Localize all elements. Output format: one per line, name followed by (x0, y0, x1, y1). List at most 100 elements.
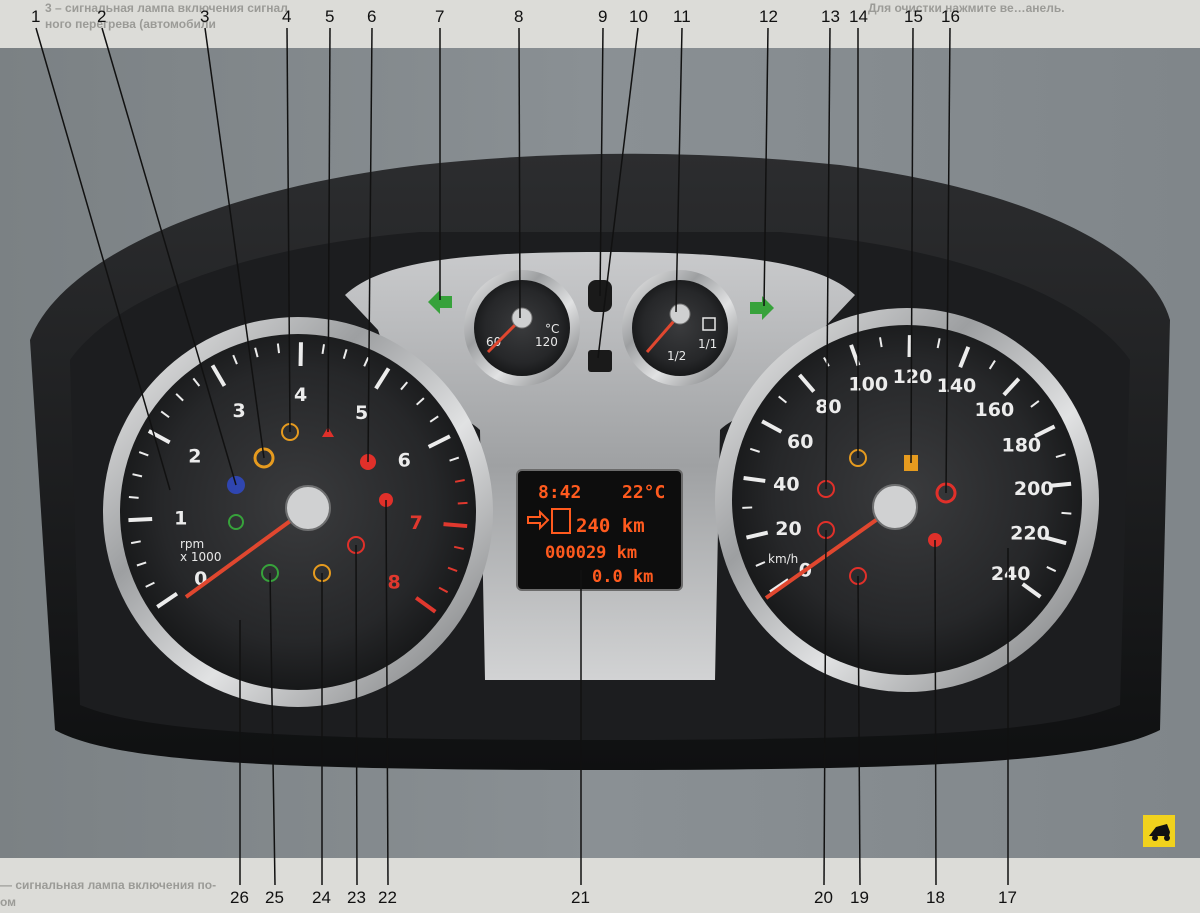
tach-tick (192, 377, 201, 387)
speed-tick (743, 476, 766, 483)
tach-tick (232, 354, 238, 365)
speed-unit: km/h (768, 552, 798, 566)
tach-tick (147, 429, 171, 445)
speed-tick (879, 337, 883, 348)
callout-leader-15 (910, 27, 914, 464)
temperature-gauge: 60 120 °C (464, 270, 580, 386)
indicator-10-lamp (588, 350, 612, 372)
tach-tick (400, 381, 409, 391)
speed-tick (936, 338, 941, 349)
speed-number-180: 180 (1001, 435, 1041, 457)
tach-tick (457, 501, 468, 505)
speed-number-240: 240 (991, 563, 1031, 585)
tach-number-8: 8 (387, 571, 400, 593)
callout-label-25: 25 (265, 888, 284, 907)
tach-needle-hub (285, 485, 331, 531)
speed-tick (778, 395, 788, 404)
callout-leader-2 (101, 27, 237, 486)
tach-tick (254, 347, 259, 358)
callout-leader-1 (35, 27, 171, 491)
callout-leaders (35, 27, 1009, 886)
callout-leader-18 (934, 539, 937, 886)
fuel-gauge: 1/2 1/1 (622, 270, 738, 386)
speed-number-60: 60 (787, 431, 813, 453)
speed-needle (764, 506, 895, 600)
callout-leader-11 (675, 27, 683, 313)
tach-tick (138, 451, 149, 457)
callout-leader-9 (599, 27, 604, 297)
callout-label-16: 16 (941, 7, 960, 26)
callout-label-3: 3 (200, 7, 209, 26)
tach-tick (453, 545, 464, 550)
glow-plug-icon (253, 447, 275, 469)
tach-tick (175, 393, 184, 402)
speed-tick (749, 447, 760, 453)
tach-tick (136, 561, 147, 567)
turn-left-icon (428, 290, 452, 314)
tach-number-2: 2 (188, 446, 201, 468)
speed-tick (1049, 481, 1072, 488)
tach-unit-rpm: rpm (180, 537, 204, 551)
callout-label-20: 20 (814, 888, 833, 907)
tach-tick (128, 496, 139, 499)
tach-tick (427, 434, 451, 449)
speed-number-200: 200 (1014, 478, 1054, 500)
callout-leader-23 (355, 544, 358, 886)
callout-label-2: 2 (97, 7, 106, 26)
callout-leader-6 (367, 27, 373, 463)
fuel-pump-display-icon (551, 508, 571, 534)
sidelights-icon (228, 514, 244, 530)
tach-tick (414, 596, 437, 614)
speed-tick (1061, 511, 1072, 515)
tach-number-3: 3 (233, 400, 246, 422)
display-range: 240 km (576, 515, 645, 537)
callout-leader-22 (385, 499, 389, 886)
callout-label-18: 18 (926, 888, 945, 907)
speed-tick (755, 561, 766, 567)
speed-tick (988, 360, 996, 370)
callout-label-13: 13 (821, 7, 840, 26)
display-outside-temp: 22°C (622, 482, 665, 503)
fuel-needle-hub (669, 303, 691, 325)
page-fragment-bottom-2: ом (0, 895, 16, 909)
callout-label-12: 12 (759, 7, 778, 26)
page-fragment-top-left-2: ного перегрева (автомобили (45, 17, 216, 31)
car-icon (1143, 815, 1175, 847)
tachometer-ticks (128, 342, 468, 614)
tach-number-1: 1 (174, 508, 187, 530)
callout-label-24: 24 (312, 888, 331, 907)
speed-tick (761, 419, 783, 434)
tach-number-6: 6 (398, 449, 411, 471)
speed-number-120: 120 (893, 366, 933, 388)
speed-tick (1046, 566, 1057, 573)
tach-tick (321, 344, 325, 355)
display-trip: 0.0 km (592, 567, 653, 587)
display-time: 8:42 (538, 482, 581, 503)
tach-tick (145, 581, 155, 588)
tach-needle (184, 506, 310, 599)
tach-tick (374, 367, 391, 390)
callout-label-23: 23 (347, 888, 366, 907)
speed-number-80: 80 (815, 396, 841, 418)
temp-needle-hub (511, 307, 533, 329)
speed-number-160: 160 (975, 399, 1015, 421)
callout-label-4: 4 (282, 7, 291, 26)
callout-label-26: 26 (230, 888, 249, 907)
callout-label-1: 1 (31, 7, 40, 26)
center-display: 8:42 22°C 240 km 000029 km 0.0 km (516, 469, 683, 591)
speed-tick (1055, 453, 1066, 459)
callout-label-8: 8 (514, 7, 523, 26)
tach-tick (156, 591, 179, 609)
tach-tick (429, 415, 439, 423)
callout-label-14: 14 (849, 7, 868, 26)
speed-tick (958, 346, 971, 369)
callout-label-9: 9 (598, 7, 607, 26)
callout-leader-19 (857, 575, 861, 886)
tach-tick (130, 540, 141, 545)
tach-tick (449, 456, 460, 462)
